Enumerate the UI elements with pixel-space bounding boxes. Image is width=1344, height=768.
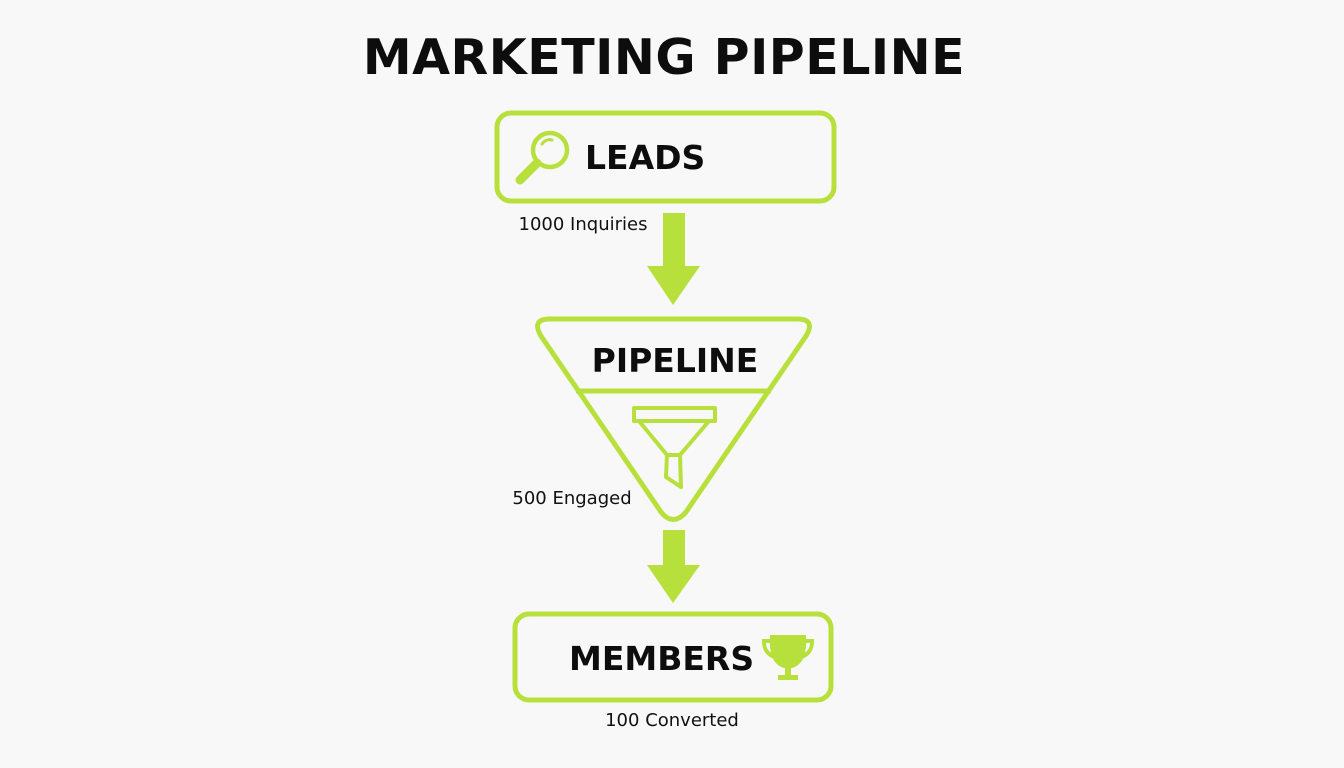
leads-box: [494, 110, 837, 204]
pipeline-label: PIPELINE: [592, 341, 759, 380]
trophy-icon: [761, 635, 815, 680]
stage-pipeline: PIPELINE: [535, 316, 812, 522]
pipeline-funnel-shape: [535, 316, 812, 522]
stage-members: MEMBERS: [512, 611, 834, 703]
magnifier-icon: [515, 130, 570, 185]
leads-count: 1000 Inquiries: [519, 214, 648, 235]
leads-label: LEADS: [585, 138, 705, 177]
pipeline-count: 500 Engaged: [512, 488, 631, 509]
members-box: [512, 611, 834, 703]
diagram-title: MARKETING PIPELINE: [363, 29, 965, 86]
funnel-icon: [632, 406, 717, 489]
arrow-down-icon: [647, 213, 700, 305]
arrow-down-icon: [647, 530, 700, 603]
members-label: MEMBERS: [569, 639, 754, 678]
stage-leads: LEADS: [494, 110, 837, 204]
members-count: 100 Converted: [605, 710, 739, 731]
